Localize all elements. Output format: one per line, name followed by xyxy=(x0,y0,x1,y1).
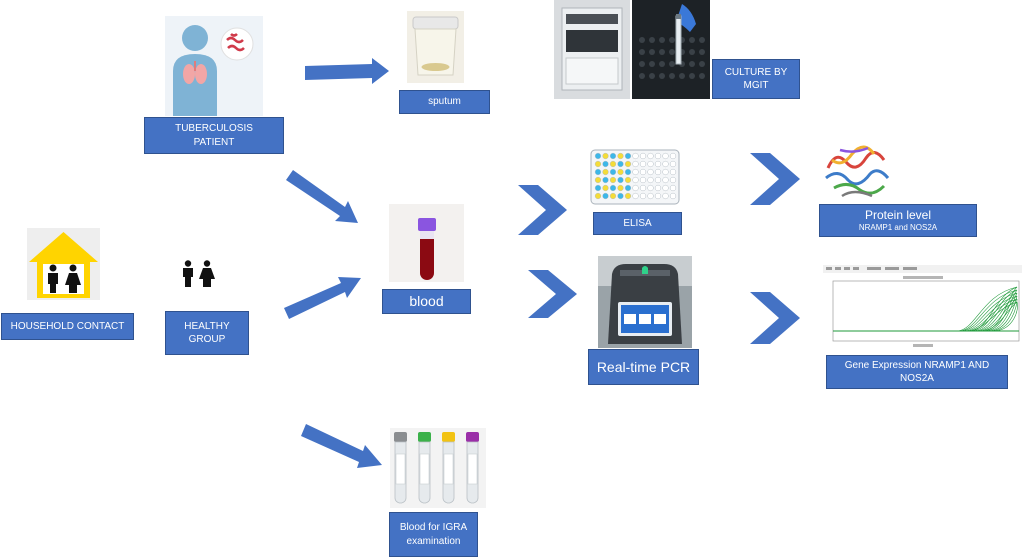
igra-text: Blood for IGRA examination xyxy=(399,522,468,547)
igra-label: Blood for IGRA examination xyxy=(389,512,478,557)
chevron-to-gene xyxy=(750,292,800,344)
household-contact-text: HOUSEHOLD CONTACT xyxy=(10,320,125,332)
blood-label: blood xyxy=(382,289,471,314)
pcr-machine-icon xyxy=(598,256,692,348)
household-contact-label: HOUSEHOLD CONTACT xyxy=(1,313,134,340)
elisa-label: ELISA xyxy=(593,212,682,235)
culture-mgit-label: CULTURE BY MGIT xyxy=(712,59,800,99)
man-woman-icon xyxy=(180,260,216,288)
real-time-pcr-label: Real-time PCR xyxy=(588,349,699,385)
sputum-text: sputum xyxy=(428,96,461,108)
protein-structure-icon xyxy=(820,138,896,200)
sputum-container-icon xyxy=(407,11,464,83)
arrow-healthy-to-blood xyxy=(284,277,361,319)
arrow-patient-to-blood xyxy=(286,170,358,223)
mgit-instrument-icon xyxy=(554,0,710,99)
amplification-plot-icon xyxy=(823,265,1022,350)
healthy-group-label: HEALTHY GROUP xyxy=(165,311,249,355)
gene-expression-label: Gene Expression NRAMP1 AND NOS2A xyxy=(826,355,1008,389)
arrow-patient-to-sputum xyxy=(305,58,389,84)
protein-level-title: Protein level xyxy=(864,208,932,222)
patient-lungs-icon xyxy=(165,16,263,116)
blood-tube-icon xyxy=(389,204,464,282)
blood-text: blood xyxy=(409,293,444,310)
tuberculosis-patient-text: TUBERCULOSIS PATIENT xyxy=(175,123,253,148)
house-family-icon xyxy=(27,228,100,300)
protein-level-subtitle: NRAMP1 and NOS2A xyxy=(858,223,938,233)
igra-tubes-icon xyxy=(390,428,486,508)
chevron-to-elisa xyxy=(518,185,567,235)
healthy-group-text: HEALTHY GROUP xyxy=(184,320,230,346)
arrow-healthy-to-igra xyxy=(301,424,382,468)
elisa-plate-icon xyxy=(585,148,685,206)
elisa-text: ELISA xyxy=(623,217,652,229)
tuberculosis-patient-label: TUBERCULOSIS PATIENT xyxy=(144,117,284,154)
culture-mgit-text: CULTURE BY MGIT xyxy=(724,66,788,92)
gene-expression-text: Gene Expression NRAMP1 AND NOS2A xyxy=(844,359,990,385)
real-time-pcr-text: Real-time PCR xyxy=(596,358,691,375)
chevron-to-protein xyxy=(750,153,800,205)
sputum-label: sputum xyxy=(399,90,490,114)
chevron-to-pcr xyxy=(528,270,577,318)
protein-level-label: Protein level NRAMP1 and NOS2A xyxy=(819,204,977,237)
